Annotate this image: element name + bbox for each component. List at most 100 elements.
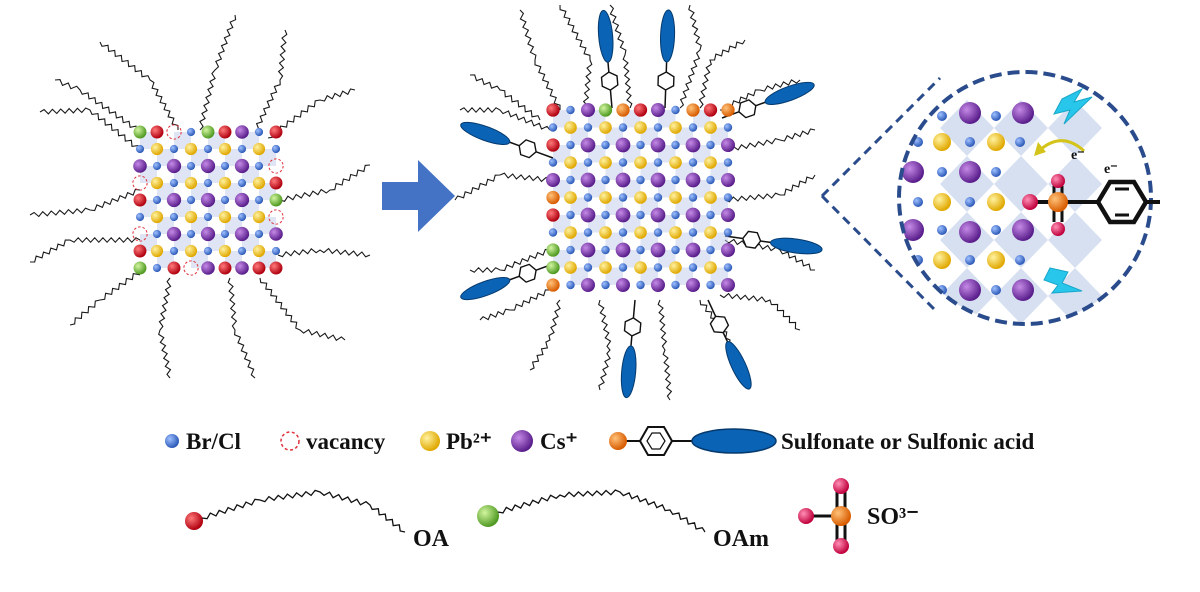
- halide-atom: [991, 111, 1001, 121]
- cesium-atom: [235, 261, 249, 275]
- halide-atom: [723, 123, 733, 132]
- alkyl-chain: [724, 128, 816, 153]
- cesium-atom: [615, 242, 631, 258]
- halide-atom: [237, 178, 247, 188]
- left-crystal-ligand-chains: [29, 14, 371, 379]
- alkyl-chain: [259, 277, 346, 342]
- right-nanocrystal: [546, 103, 735, 292]
- lead-atom: [933, 133, 951, 151]
- lead-atom: [150, 142, 164, 156]
- halide-atom: [203, 246, 213, 256]
- ligand-head: [686, 103, 700, 117]
- ligand-tail: [725, 341, 752, 390]
- benzene-ring: [518, 139, 537, 159]
- lead-atom: [634, 261, 647, 274]
- ligand-bond: [755, 101, 766, 107]
- lead-atom: [933, 193, 951, 211]
- sulfonate-ligand: [460, 121, 554, 159]
- alkyl-chain: [529, 299, 561, 371]
- halide-atom: [186, 195, 196, 205]
- alkyl-chain: [29, 236, 141, 263]
- alkyl-chain: [277, 247, 371, 258]
- halide-atom: [220, 229, 230, 239]
- lead-atom: [704, 191, 717, 204]
- benzene-ring: [738, 99, 757, 119]
- halide-atom: [618, 123, 628, 132]
- alkyl-chain: [69, 267, 146, 326]
- halide-atom: [601, 280, 610, 290]
- halide-atom: [203, 212, 213, 222]
- ligand-head: [269, 261, 283, 275]
- ligand-tail: [764, 81, 815, 105]
- alkyl-chain: [254, 29, 288, 133]
- oxygen-atom: [1051, 174, 1065, 188]
- halide-atom: [706, 140, 715, 150]
- alkyl-chain: [724, 238, 816, 271]
- ligand-head: [218, 261, 232, 275]
- halide-atom: [548, 158, 558, 167]
- lead-atom: [252, 244, 266, 258]
- halide-atom: [135, 212, 145, 222]
- halide-atom: [618, 228, 628, 237]
- alkyl-chain: [279, 164, 371, 202]
- cesium-atom: [580, 207, 596, 223]
- lead-atom: [599, 121, 612, 134]
- lead-atom: [252, 176, 266, 190]
- cesium-atom: [1012, 279, 1034, 301]
- halide-atom: [636, 280, 645, 290]
- cesium-atom: [581, 103, 595, 117]
- halide-atom: [1015, 255, 1025, 265]
- halide-atom: [671, 210, 680, 220]
- lead-atom: [987, 133, 1005, 151]
- lead-atom: [634, 121, 647, 134]
- cesium-atom: [200, 226, 216, 242]
- ligand-head: [133, 244, 147, 258]
- lead-atom: [669, 261, 682, 274]
- ligand-head: [546, 138, 560, 152]
- halide-atom: [991, 225, 1001, 235]
- lead-atom: [599, 226, 612, 239]
- lead-atom: [987, 193, 1005, 211]
- sulfonate-group-zoom: [1022, 174, 1160, 236]
- lead-atom: [564, 191, 577, 204]
- benzene-ring: [518, 263, 537, 283]
- halide-atom: [723, 263, 733, 272]
- halide-atom: [566, 105, 575, 115]
- lead-atom: [599, 261, 612, 274]
- cesium-atom: [234, 226, 250, 242]
- ligand-bond: [664, 89, 667, 109]
- cesium-atom: [580, 242, 596, 258]
- ligand-head: [269, 193, 283, 207]
- alkyl-chain: [657, 299, 673, 401]
- halide-atom: [186, 127, 196, 137]
- lead-atom: [218, 244, 232, 258]
- cesium-atom: [721, 208, 735, 222]
- lead-atom: [150, 210, 164, 224]
- cesium-atom: [1012, 102, 1034, 124]
- ligand-head: [167, 261, 181, 275]
- halide-atom: [169, 246, 179, 256]
- lead-atom: [933, 251, 951, 269]
- cesium-atom: [615, 137, 631, 153]
- halide-atom: [991, 167, 1001, 177]
- halide-atom: [254, 229, 264, 239]
- vacancy: [268, 209, 284, 225]
- ligand-tail: [770, 237, 823, 255]
- legend-br-cl: Br/Cl: [186, 429, 241, 454]
- cesium-atom: [685, 137, 701, 153]
- sulfonate-ligand: [620, 299, 642, 399]
- octahedron: [994, 100, 1048, 156]
- sulfonate-ligand: [460, 263, 554, 301]
- halide-atom: [618, 263, 628, 272]
- lead-atom: [184, 176, 198, 190]
- halide-atom: [203, 144, 213, 154]
- halide-atom: [271, 246, 281, 256]
- cesium-atom: [200, 192, 216, 208]
- ligand-bond: [722, 332, 729, 343]
- halide-atom: [601, 245, 610, 255]
- alkyl-chain: [519, 9, 561, 110]
- halide-atom: [913, 197, 923, 207]
- lead-atom: [150, 176, 164, 190]
- ligand-tail: [460, 121, 511, 145]
- ligand-bond: [707, 299, 717, 317]
